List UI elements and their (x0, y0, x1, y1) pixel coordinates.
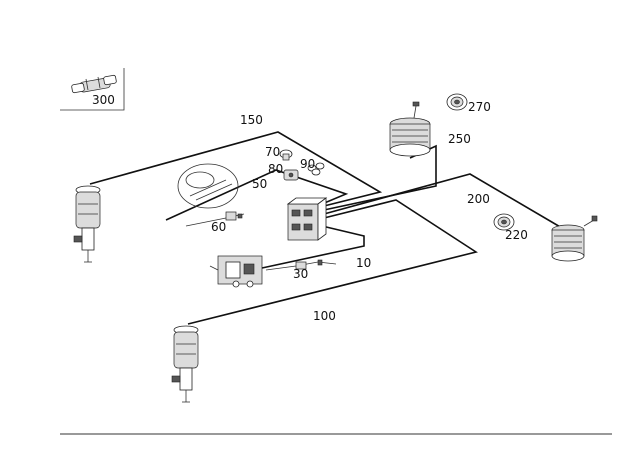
part-control-unit[interactable] (286, 197, 328, 241)
callout-150[interactable]: 150 (240, 113, 263, 127)
inset-box-300[interactable]: 300 (60, 68, 125, 111)
callout-90[interactable]: 90 (300, 157, 315, 171)
part-270-grommet[interactable] (446, 93, 468, 111)
part-rear-air-spring-left[interactable] (389, 101, 431, 157)
connector-300-illustration (71, 74, 117, 94)
part-60-sensor[interactable] (185, 211, 245, 227)
harness-10[interactable] (261, 225, 365, 269)
callout-100[interactable]: 100 (313, 309, 336, 323)
part-rear-air-spring-right[interactable] (551, 215, 598, 262)
part-compressor[interactable] (209, 255, 263, 288)
harness-150-lower[interactable] (165, 169, 349, 221)
part-50-reservoir[interactable] (177, 163, 239, 209)
callout-80[interactable]: 80 (268, 162, 283, 176)
harness-200[interactable] (323, 173, 563, 229)
callout-10[interactable]: 10 (356, 256, 371, 270)
part-front-strut-left[interactable] (73, 185, 101, 263)
part-90-bracket[interactable] (307, 162, 325, 176)
callout-300: 300 (92, 93, 115, 107)
callout-30[interactable]: 30 (293, 267, 308, 281)
callout-70[interactable]: 70 (265, 145, 280, 159)
callout-220[interactable]: 220 (505, 228, 528, 242)
callout-50[interactable]: 50 (252, 177, 267, 191)
callout-200[interactable]: 200 (467, 192, 490, 206)
callout-60[interactable]: 60 (211, 220, 226, 234)
part-30-connector[interactable] (265, 259, 337, 271)
callout-270[interactable]: 270 (468, 100, 491, 114)
part-front-strut-lower[interactable] (171, 325, 199, 403)
part-80-plug[interactable] (283, 169, 299, 181)
harness-100[interactable] (187, 199, 478, 325)
part-220-grommet[interactable] (493, 213, 515, 231)
harness-150[interactable] (89, 131, 383, 207)
callout-250[interactable]: 250 (448, 132, 471, 146)
part-70-clip[interactable] (279, 149, 293, 161)
